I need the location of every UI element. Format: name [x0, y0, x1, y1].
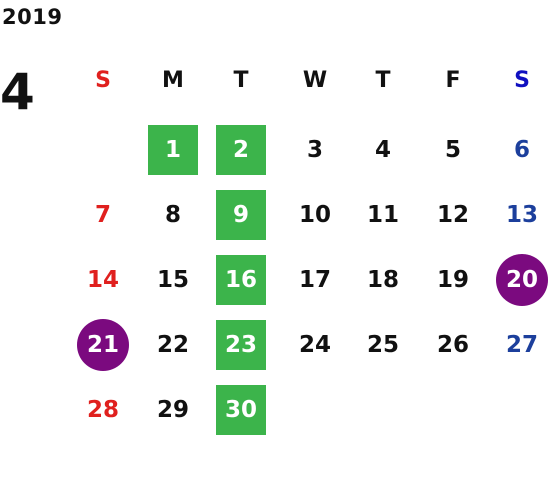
weekday-header-mon: M: [162, 68, 184, 93]
day-cell-16[interactable]: 16: [216, 255, 266, 305]
day-cell-30[interactable]: 30: [216, 385, 266, 435]
day-cell-17[interactable]: 17: [298, 267, 331, 293]
day-cell-23[interactable]: 23: [216, 320, 266, 370]
day-cell-10[interactable]: 10: [298, 202, 331, 228]
day-cell-25[interactable]: 25: [366, 332, 399, 358]
day-cell-15[interactable]: 15: [156, 267, 189, 293]
day-cell-22[interactable]: 22: [156, 332, 189, 358]
day-cell-4[interactable]: 4: [374, 137, 391, 163]
weekday-header-wed: W: [302, 68, 328, 93]
day-cell-11[interactable]: 11: [366, 202, 399, 228]
day-cell-29[interactable]: 29: [156, 397, 189, 423]
day-cell-21[interactable]: 21: [77, 319, 129, 371]
day-cell-26[interactable]: 26: [436, 332, 469, 358]
day-cell-27[interactable]: 27: [505, 332, 538, 358]
day-cell-20[interactable]: 20: [496, 254, 548, 306]
day-cell-6[interactable]: 6: [513, 137, 530, 163]
day-cell-9[interactable]: 9: [216, 190, 266, 240]
day-cell-5[interactable]: 5: [444, 137, 461, 163]
day-cell-12[interactable]: 12: [436, 202, 469, 228]
day-cell-13[interactable]: 13: [505, 202, 538, 228]
day-cell-19[interactable]: 19: [436, 267, 469, 293]
day-cell-24[interactable]: 24: [298, 332, 331, 358]
day-cell-28[interactable]: 28: [86, 397, 119, 423]
day-cell-1[interactable]: 1: [148, 125, 198, 175]
day-cell-14[interactable]: 14: [86, 267, 119, 293]
weekday-header-sat: S: [514, 68, 530, 93]
weekday-header-tue: T: [233, 68, 249, 93]
weekday-header-sun: S: [95, 68, 111, 93]
month-label: 4: [0, 63, 35, 121]
day-cell-18[interactable]: 18: [366, 267, 399, 293]
weekday-header-fri: F: [445, 68, 461, 93]
day-cell-7[interactable]: 7: [94, 202, 111, 228]
day-cell-3[interactable]: 3: [306, 137, 323, 163]
day-cell-2[interactable]: 2: [216, 125, 266, 175]
year-label: 2019: [2, 5, 63, 29]
weekday-header-thu: T: [375, 68, 391, 93]
day-cell-8[interactable]: 8: [164, 202, 181, 228]
